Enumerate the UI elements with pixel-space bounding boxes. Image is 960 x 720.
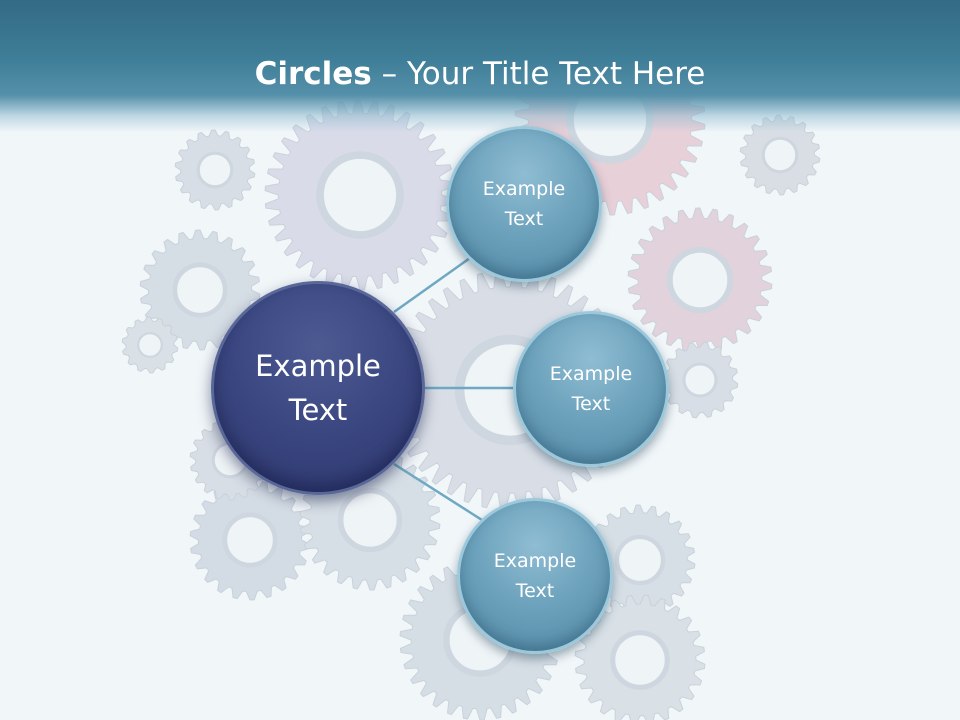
item-circle-middle[interactable]: Example Text bbox=[513, 311, 669, 467]
gear-hub-0 bbox=[316, 151, 404, 239]
title-rest: – Your Title Text Here bbox=[371, 56, 706, 92]
gear-hub-12 bbox=[610, 630, 670, 690]
connector-bottom bbox=[393, 462, 483, 522]
gear-hub-3 bbox=[761, 136, 799, 174]
center-line-1: Example bbox=[255, 349, 381, 383]
item-line-2: Text bbox=[571, 393, 611, 415]
center-circle[interactable]: Example Text bbox=[211, 281, 425, 495]
gear-hub-4 bbox=[196, 151, 234, 189]
item-line-1: Example bbox=[549, 363, 633, 385]
item-line-1: Example bbox=[482, 178, 566, 200]
item-circle-text: Example Text bbox=[494, 546, 576, 606]
header-band bbox=[0, 0, 960, 132]
gear-hub-9 bbox=[337, 487, 403, 553]
gear-hub-11 bbox=[614, 534, 666, 586]
item-circle-bottom[interactable]: Example Text bbox=[457, 498, 613, 654]
center-circle-text: Example Text bbox=[255, 344, 381, 432]
slide-title: Circles – Your Title Text Here bbox=[0, 52, 960, 96]
item-circle-top[interactable]: Example Text bbox=[446, 126, 602, 282]
connector-top bbox=[393, 256, 471, 314]
center-line-2: Text bbox=[288, 393, 348, 427]
gear-hub-13 bbox=[682, 362, 718, 398]
item-line-2: Text bbox=[504, 208, 544, 230]
item-circle-text: Example Text bbox=[483, 174, 565, 234]
gear-hub-8 bbox=[222, 512, 278, 568]
gear-hub-2 bbox=[666, 246, 734, 314]
gear-hub-5 bbox=[172, 262, 228, 318]
item-line-1: Example bbox=[493, 550, 577, 572]
title-bold: Circles bbox=[254, 56, 372, 92]
item-circle-text: Example Text bbox=[550, 359, 632, 419]
gear-hub-6 bbox=[137, 332, 163, 358]
item-line-2: Text bbox=[515, 580, 555, 602]
